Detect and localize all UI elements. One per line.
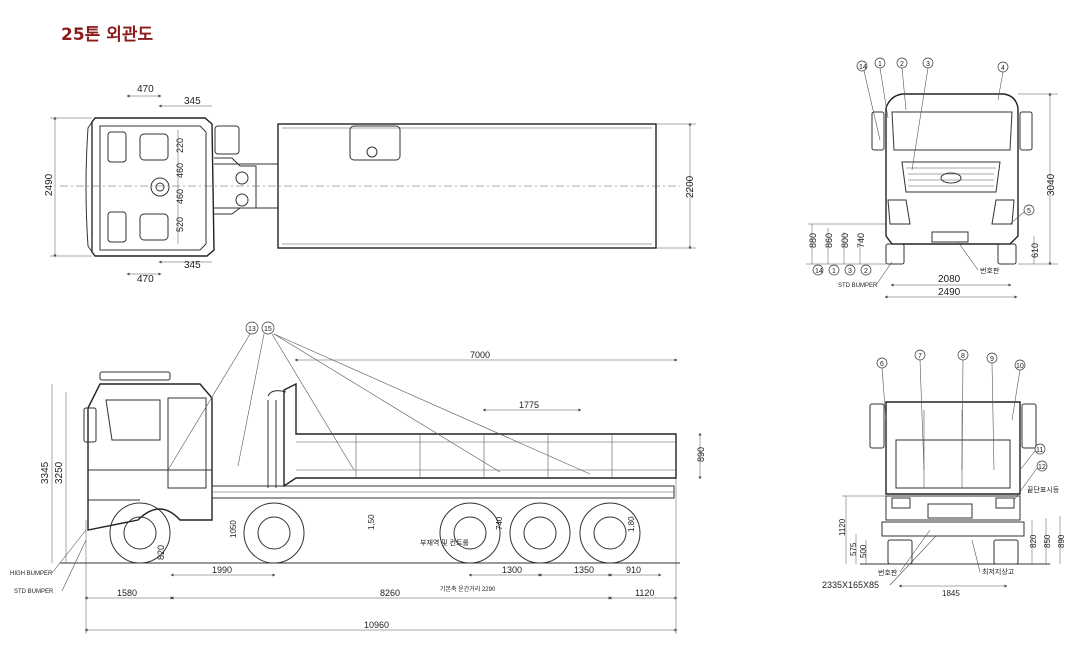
svg-text:1300: 1300 (502, 565, 522, 575)
svg-text:460: 460 (175, 189, 185, 204)
svg-text:1775: 1775 (519, 400, 539, 410)
svg-text:890: 890 (1057, 534, 1066, 548)
svg-text:850: 850 (1043, 534, 1052, 548)
svg-text:3: 3 (926, 61, 930, 68)
front-cab-outline (885, 93, 1019, 245)
svg-text:8260: 8260 (380, 588, 400, 598)
dim-345-bottom: 345 (184, 260, 201, 271)
svg-text:5: 5 (1027, 208, 1031, 215)
side-view: 13 15 7000 1775 890 3345 3250 820 1050 1… (10, 321, 706, 634)
svg-text:460: 460 (175, 163, 185, 178)
svg-text:800: 800 (840, 233, 850, 248)
dim-345-top: 345 (184, 96, 201, 107)
rear-body-outline (885, 401, 1021, 495)
svg-text:4: 4 (1001, 65, 1005, 72)
svg-text:2: 2 (900, 61, 904, 68)
svg-text:1: 1 (832, 268, 836, 275)
top-view: 2490 2200 470 345 345 470 220 460 460 52… (44, 84, 696, 285)
svg-text:1580: 1580 (117, 588, 137, 598)
control-label: 부재역 및 컨트롤 (420, 538, 470, 547)
rear-plate-label: 번호판 (878, 568, 898, 577)
side-high-bumper: HIGH BUMPER (10, 571, 53, 577)
svg-text:15: 15 (264, 326, 272, 333)
dim-2200: 2200 (685, 175, 696, 198)
svg-text:820: 820 (156, 545, 166, 560)
svg-text:610: 610 (1030, 243, 1040, 258)
svg-text:1050: 1050 (229, 520, 238, 538)
svg-text:3250: 3250 (54, 461, 65, 484)
svg-text:11: 11 (1036, 447, 1043, 454)
side-cab-outline (87, 383, 213, 531)
wheels (109, 502, 641, 564)
svg-text:2490: 2490 (938, 287, 961, 298)
svg-text:910: 910 (626, 565, 641, 575)
rear-view: 6 7 8 9 10 11 12 끝단표시등 1120 575 500 820 … (822, 349, 1066, 598)
dim-470-top: 470 (137, 84, 154, 95)
svg-text:520: 520 (175, 217, 185, 232)
svg-text:1990: 1990 (212, 565, 232, 575)
svg-text:1350: 1350 (574, 565, 594, 575)
wheelbase-note: 기본축 운간거리 2290 (440, 585, 496, 593)
bumper-size: 2335X165X85 (822, 580, 879, 590)
svg-text:10: 10 (1016, 363, 1024, 370)
svg-text:1,50: 1,50 (367, 514, 376, 530)
cargo-bin (283, 382, 677, 488)
svg-text:890: 890 (696, 447, 706, 462)
svg-text:7000: 7000 (470, 350, 490, 360)
min-ground-label: 최저지상고 (982, 567, 1015, 576)
svg-text:3345: 3345 (40, 461, 51, 484)
dim-470-bottom: 470 (137, 274, 154, 285)
svg-text:6: 6 (880, 361, 884, 368)
svg-text:10960: 10960 (364, 620, 389, 630)
svg-text:14: 14 (815, 268, 823, 275)
front-view: 14 1 2 3 4 5 880 860 800 740 14 1 3 2 ST… (806, 57, 1058, 299)
svg-text:13: 13 (248, 326, 256, 333)
svg-text:2: 2 (864, 268, 868, 275)
svg-text:1,80: 1,80 (627, 516, 636, 532)
svg-text:820: 820 (1029, 534, 1038, 548)
svg-text:500: 500 (859, 544, 868, 558)
svg-text:3: 3 (848, 268, 852, 275)
dim-2490: 2490 (44, 173, 55, 196)
svg-text:740: 740 (495, 516, 504, 530)
svg-text:12: 12 (1038, 464, 1046, 471)
svg-text:880: 880 (808, 233, 818, 248)
svg-text:1120: 1120 (838, 518, 847, 536)
svg-text:575: 575 (849, 542, 858, 556)
svg-text:740: 740 (856, 233, 866, 248)
side-std-bumper: STD BUMPER (14, 589, 54, 595)
front-plate-label: 번호판 (980, 266, 1000, 275)
svg-text:1120: 1120 (635, 588, 654, 598)
svg-text:2080: 2080 (938, 274, 961, 285)
rear-lamp-label: 끝단표시등 (1027, 485, 1060, 494)
front-std-bumper: STD BUMPER (838, 283, 878, 289)
svg-text:860: 860 (824, 233, 834, 248)
svg-text:8: 8 (961, 353, 965, 360)
svg-text:220: 220 (175, 138, 185, 153)
svg-text:14: 14 (859, 64, 867, 71)
svg-text:1845: 1845 (942, 589, 960, 598)
rear-callouts: 6 7 8 9 10 11 12 (876, 349, 1048, 501)
svg-text:7: 7 (918, 353, 922, 360)
cab-outline (91, 117, 215, 257)
svg-text:3040: 3040 (1046, 173, 1057, 196)
svg-text:9: 9 (990, 356, 994, 363)
page-title: 25톤 외관도 (61, 25, 154, 45)
svg-text:1: 1 (878, 61, 882, 68)
front-callouts: 14 1 2 3 4 5 (856, 57, 1035, 225)
